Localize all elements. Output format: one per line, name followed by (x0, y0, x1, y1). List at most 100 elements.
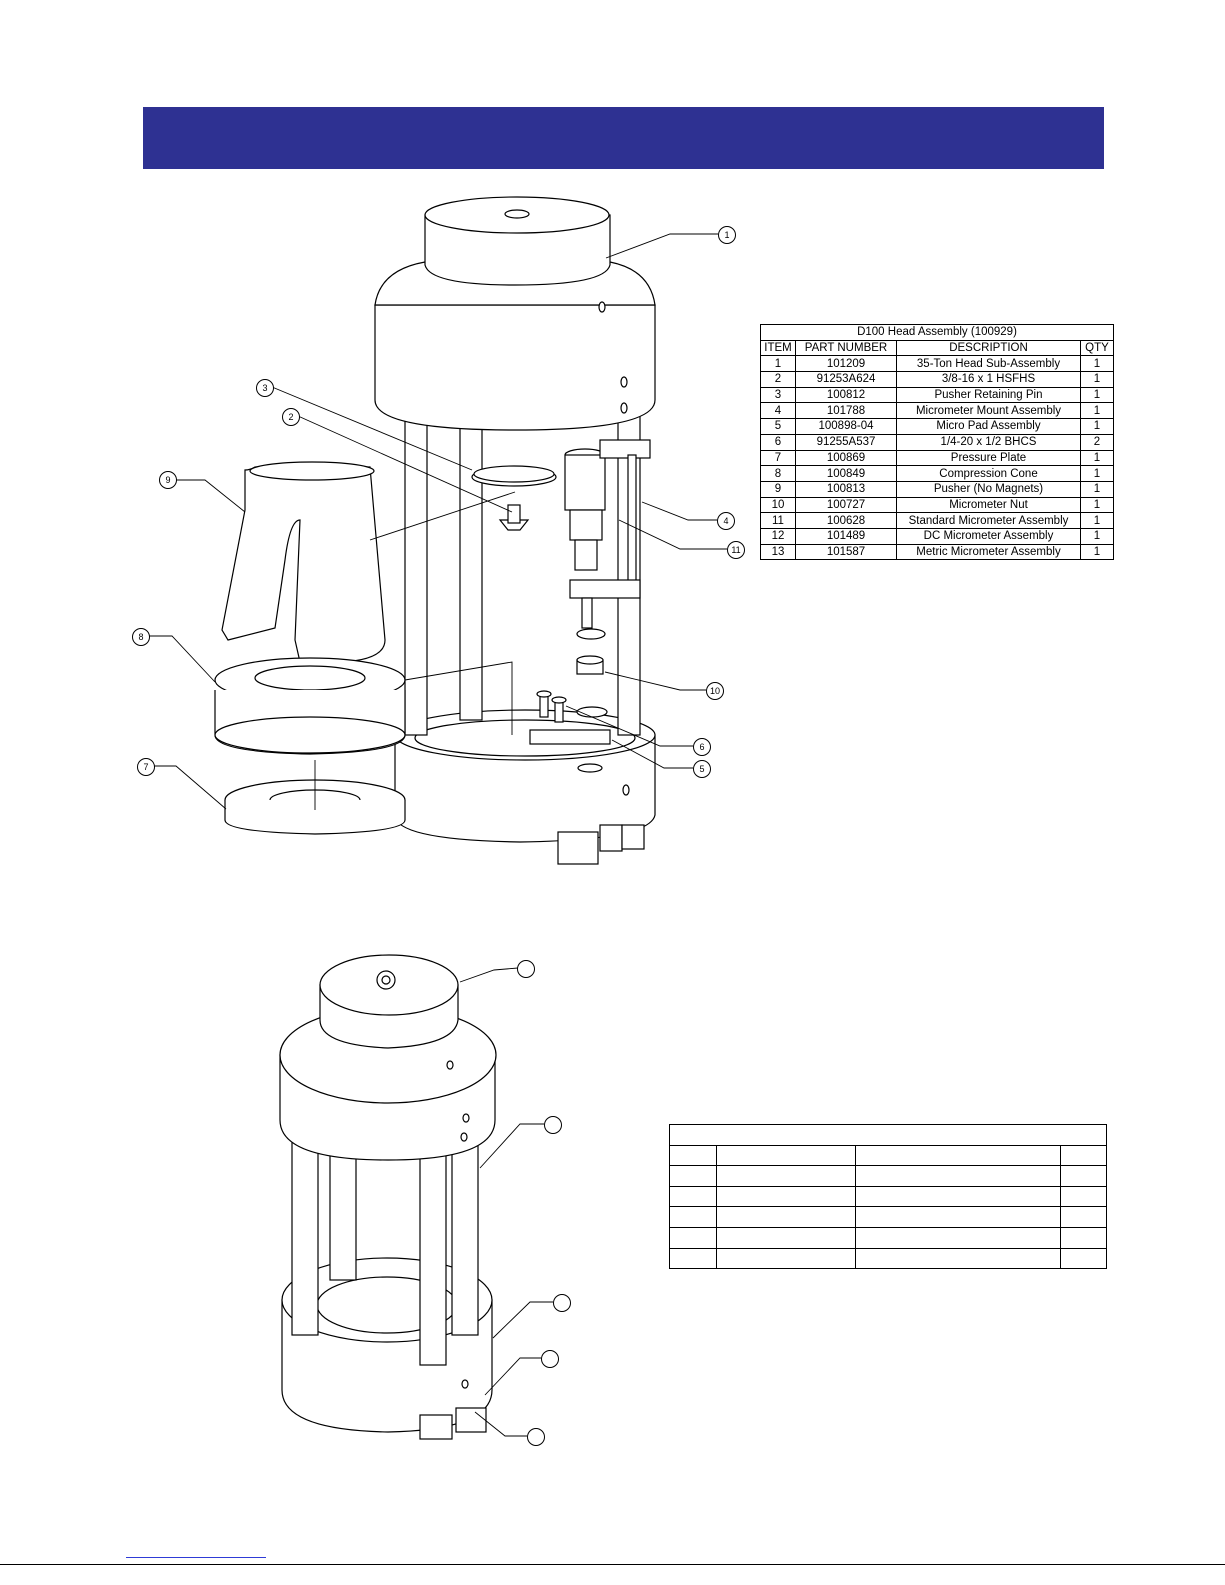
cell-part-number: 101587 (795, 543, 897, 561)
cell-qty: 1 (1080, 527, 1114, 545)
table-cell (1060, 1247, 1107, 1270)
cell-qty: 1 (1080, 543, 1114, 561)
cell-part-number: 101489 (795, 527, 897, 545)
bom-title: D100 Head Assembly (100929) (760, 324, 1114, 341)
callout-7: 7 (137, 758, 155, 776)
cell-description: Pusher (No Magnets) (896, 480, 1081, 498)
cell-qty: 1 (1080, 386, 1114, 404)
table-row (669, 1206, 1107, 1228)
table-cell (669, 1144, 717, 1167)
footer-rule (0, 1564, 1225, 1565)
table-row (669, 1247, 1107, 1270)
table-cell (716, 1206, 856, 1228)
cell-item: 6 (760, 433, 796, 451)
cell-item: 2 (760, 371, 796, 388)
cell-part-number: 100813 (795, 480, 897, 498)
cell-description: Micro Pad Assembly (896, 418, 1081, 435)
header-banner (143, 107, 1104, 169)
cell-part-number: 100812 (795, 386, 897, 404)
table-row (669, 1185, 1107, 1208)
table-cell (1060, 1206, 1107, 1228)
cell-description: Standard Micrometer Assembly (896, 512, 1081, 529)
callout-3: 3 (256, 379, 274, 397)
table-cell (855, 1185, 1061, 1208)
table-cell (669, 1226, 717, 1249)
cell-qty: 2 (1080, 433, 1114, 451)
table-cell (855, 1165, 1061, 1187)
cell-part-number: 100849 (795, 465, 897, 482)
cell-qty: 1 (1080, 449, 1114, 467)
cell-part-number: 100869 (795, 449, 897, 467)
callout-8: 8 (132, 628, 150, 646)
table-cell (855, 1144, 1061, 1167)
table-cell (669, 1247, 717, 1270)
cell-item: 10 (760, 496, 796, 514)
table-cell (716, 1247, 856, 1270)
callout-10: 10 (706, 682, 724, 700)
callout-1: 1 (718, 226, 736, 244)
table-cell (716, 1226, 856, 1249)
cell-part-number: 100727 (795, 496, 897, 514)
cell-qty: 1 (1080, 418, 1114, 435)
cell-item: 5 (760, 418, 796, 435)
footer-link-underline[interactable] (126, 1557, 266, 1558)
cell-item: 4 (760, 402, 796, 420)
table-cell (716, 1185, 856, 1208)
cell-part-number: 91255A537 (795, 433, 897, 451)
callout-blank (541, 1350, 559, 1368)
table-cell (1060, 1144, 1107, 1167)
cell-item: 9 (760, 480, 796, 498)
table-cell (1060, 1226, 1107, 1249)
callout-blank (517, 960, 535, 978)
cell-description: 3/8-16 x 1 HSFHS (896, 371, 1081, 388)
cell-description: Micrometer Nut (896, 496, 1081, 514)
callout-5: 5 (693, 760, 711, 778)
table-cell (1060, 1165, 1107, 1187)
cell-item: 8 (760, 465, 796, 482)
cell-part-number: 100898-04 (795, 418, 897, 435)
callout-blank (527, 1428, 545, 1446)
table-row (669, 1226, 1107, 1249)
table-cell (716, 1144, 856, 1167)
cell-qty: 1 (1080, 512, 1114, 529)
bom-table-blank (669, 1124, 1107, 1270)
bom-header-item: ITEM (760, 339, 796, 357)
cell-part-number: 100628 (795, 512, 897, 529)
cell-part-number: 101209 (795, 355, 897, 373)
cell-description: 1/4-20 x 1/2 BHCS (896, 433, 1081, 451)
cell-part-number: 91253A624 (795, 371, 897, 388)
cell-item: 1 (760, 355, 796, 373)
cell-item: 7 (760, 449, 796, 467)
callout-6: 6 (693, 738, 711, 756)
bom-header-description: DESCRIPTION (896, 339, 1081, 357)
cell-description: Metric Micrometer Assembly (896, 543, 1081, 561)
cell-part-number: 101788 (795, 402, 897, 420)
cell-qty: 1 (1080, 402, 1114, 420)
cell-qty: 1 (1080, 355, 1114, 373)
table-cell (669, 1165, 717, 1187)
table-cell (1060, 1185, 1107, 1208)
cell-description: Pusher Retaining Pin (896, 386, 1081, 404)
table-cell (669, 1206, 717, 1228)
cell-qty: 1 (1080, 465, 1114, 482)
cell-description: Micrometer Mount Assembly (896, 402, 1081, 420)
callout-2: 2 (282, 408, 300, 426)
cell-description: Compression Cone (896, 465, 1081, 482)
callout-blank (544, 1116, 562, 1134)
table-row (669, 1165, 1107, 1187)
cell-qty: 1 (1080, 371, 1114, 388)
cell-item: 13 (760, 543, 796, 561)
table-cell (716, 1165, 856, 1187)
cell-item: 3 (760, 386, 796, 404)
table-cell (855, 1226, 1061, 1249)
